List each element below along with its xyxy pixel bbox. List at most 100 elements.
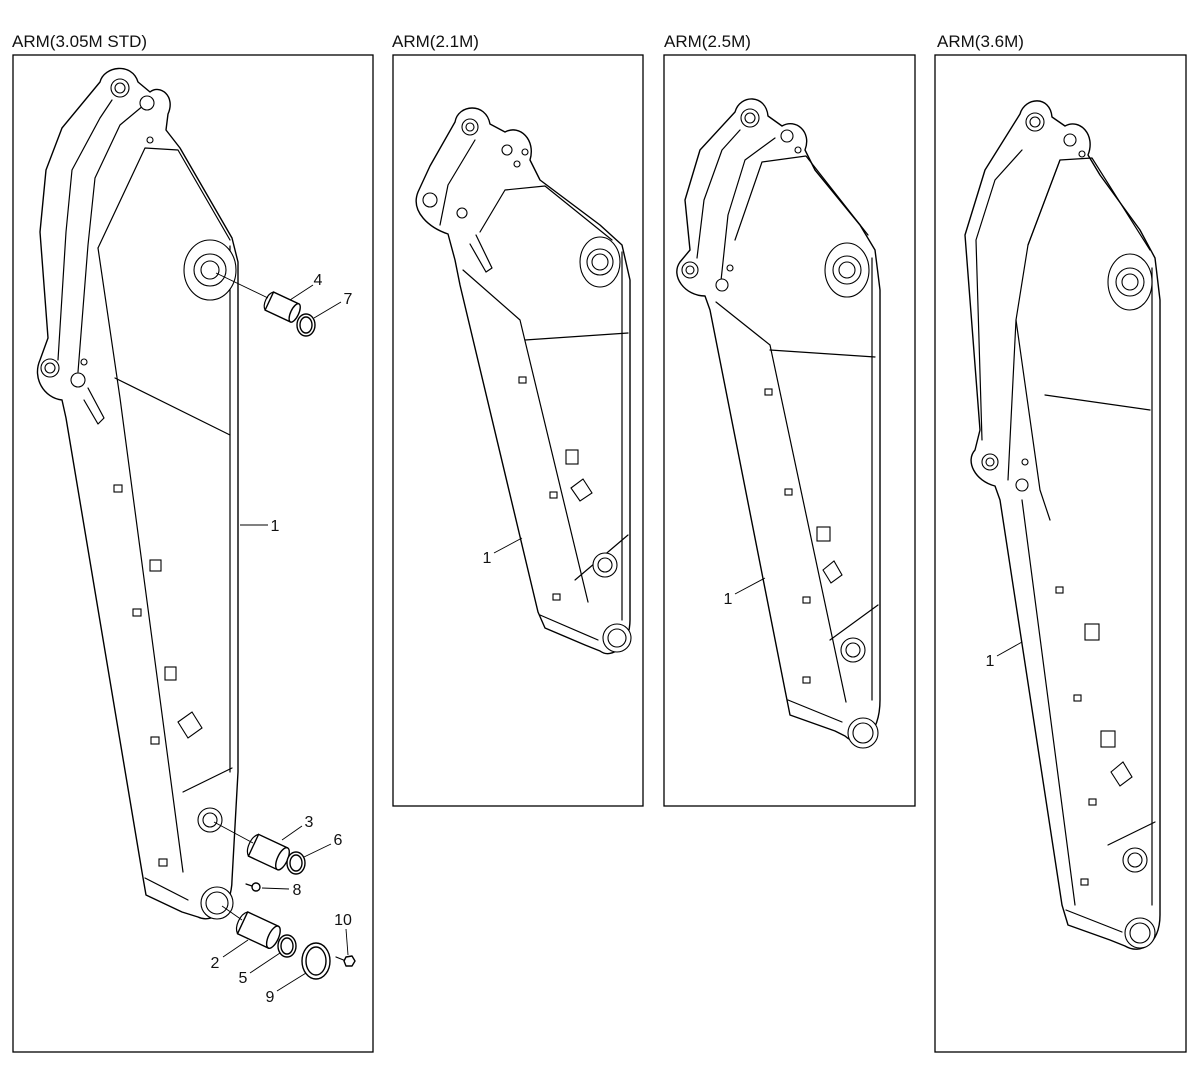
boss-top-bore [1121,273,1139,291]
plate-ring-part [301,942,331,980]
callout-label: 7 [344,291,353,308]
boss-top-bore [200,260,220,280]
leader-line [493,537,523,554]
pin-hole [1029,116,1041,128]
panel-arm-2-5m: ARM(2.5M) [663,32,916,807]
callout-label: 5 [239,970,248,987]
arm-drawing [964,100,1161,950]
panel-title: ARM(3.05M STD) [12,32,147,51]
pin-hole [726,264,734,272]
panel-frame [934,54,1187,1053]
pin-hole [685,265,695,275]
pin-hole [139,95,155,111]
boss-lower-bore [202,812,218,828]
pin-hole [521,148,529,156]
grease-hole [518,376,527,384]
bracket-plate-line [57,99,113,361]
grease-hole [132,608,142,617]
pin-hole [780,129,794,143]
foot-line [1065,909,1123,933]
pin-hole [1015,478,1029,492]
boss-end-bore [852,722,874,744]
plate-seam-line [769,349,876,358]
axis-line [221,905,243,921]
panel-frame [663,54,916,807]
arm-drawing [36,67,239,920]
ring-part [286,851,306,875]
pin-hole [70,372,86,388]
leader-line [303,843,332,858]
panel-frame [12,54,374,1053]
mount-plate [570,478,593,502]
mount-plate [822,560,843,584]
bracket-plate-line [975,149,1023,441]
bracket-plate-line [719,137,776,291]
grease-hole [1055,586,1064,594]
foot-line [787,699,843,723]
mount-pad [1100,730,1116,748]
leader-line [281,825,303,841]
leader-line [734,577,766,595]
pin-hole [114,82,126,94]
boss-lower-bore [845,642,861,658]
mount-pad [565,449,579,465]
grease-hole [1080,878,1089,886]
pin-hole [44,362,56,374]
pin-hole [1021,458,1029,466]
leader-line [313,301,342,319]
callout-label: 1 [483,550,492,567]
panel-arm-3-6m: ARM(3.6M) [934,32,1187,1053]
face-edge-line [97,247,184,873]
arm-outline [964,100,1161,950]
plate-seam-line [1107,821,1156,846]
bracket-tongue [1015,319,1051,521]
grease-hole [764,388,773,396]
callout-label: 10 [334,912,352,929]
callout-label: 4 [314,272,323,289]
mount-pad [816,526,831,542]
top-cap-line [97,147,231,249]
pin-hole [501,144,513,156]
grease-hole [802,596,811,604]
top-cap-line [1027,157,1151,251]
bracket-plate-line [696,129,741,259]
arm-drawing [676,98,881,749]
mount-plate [1110,761,1133,787]
pin-hole [513,160,521,168]
mount-pad [149,559,162,572]
bracket-plate-line [77,99,151,373]
panel-arm-std: ARM(3.05M STD) [12,32,374,1053]
pin-hole [985,457,995,467]
bracket-tongue [469,234,493,273]
bolt-part [335,955,356,967]
pin-hole [794,146,802,154]
pin-hole [1063,133,1077,147]
boss-end-bore [607,628,627,648]
grease-hole [1073,694,1082,702]
bushing-part [236,911,281,949]
pin-hole [1078,150,1086,158]
pin-hole [465,122,475,132]
grease-hole [150,736,160,745]
leader-line [289,284,314,301]
leader-line [249,952,281,974]
pin-hole [146,136,154,144]
grease-hole [158,858,168,867]
panel-title: ARM(2.5M) [664,32,751,51]
grease-hole [1088,798,1097,806]
boss-lower-bore [1127,852,1143,868]
plate-seam-line [1044,394,1151,411]
axis-line [213,821,254,844]
bracket-tongue [83,387,105,425]
plate-seam-line [829,604,879,641]
face-edge-line [462,269,589,603]
leader-line [345,928,349,956]
panel-title: ARM(3.6M) [937,32,1024,51]
plate-seam-line [524,332,629,341]
pin-hole [715,278,729,292]
plate-seam-line [114,377,231,436]
bracket-plate-line [439,139,476,226]
panel-title: ARM(2.1M) [392,32,479,51]
leader-line [996,641,1023,657]
